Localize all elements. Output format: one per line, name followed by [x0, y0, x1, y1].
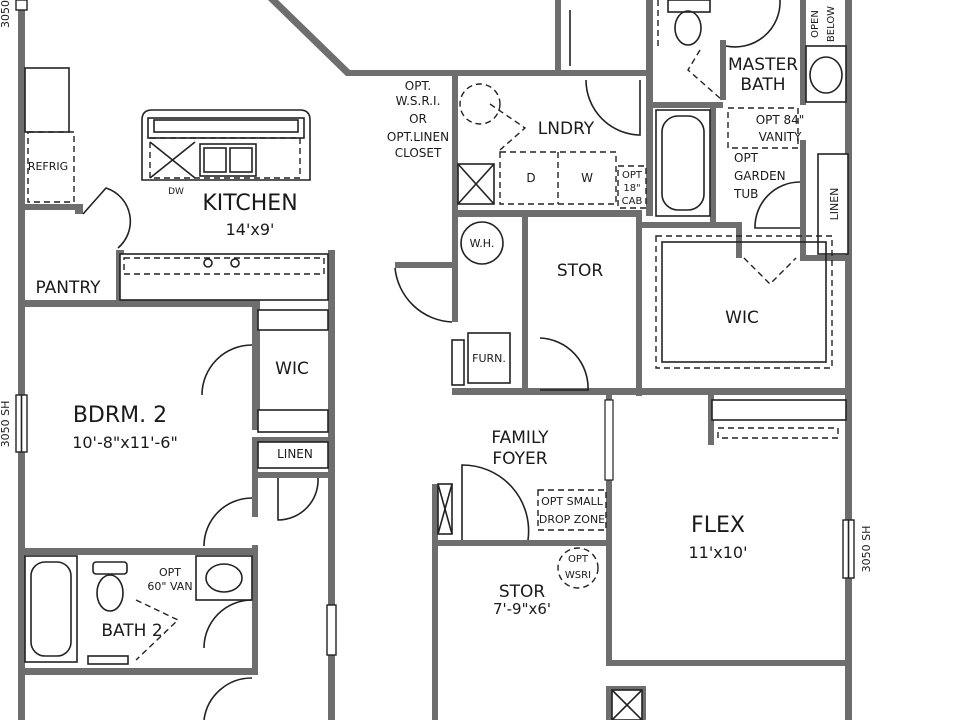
wsri-line3: OR: [409, 112, 427, 126]
refrig-label: REFRIG: [28, 160, 68, 173]
master-bath-line1: MASTER: [728, 55, 798, 75]
windows: [15, 0, 855, 656]
stor-main-size: 7'-9"x6': [493, 600, 551, 618]
linen-master-label: LINEN: [828, 188, 841, 221]
opt-vanity-line1: OPT 84": [756, 113, 805, 127]
linen-hall-label: LINEN: [277, 447, 313, 461]
opt-cab-line1: OPT: [622, 170, 643, 181]
dryer-label: D: [526, 171, 535, 185]
furnace-label: FURN.: [472, 352, 506, 365]
kitchen-fixtures: [24, 67, 329, 301]
stor-main-name: STOR: [499, 582, 546, 602]
open-below-line2: BELOW: [826, 6, 837, 42]
opt-wsri-line1: OPT: [568, 554, 589, 565]
kitchen-size: 14'x9': [226, 220, 275, 239]
walls: [18, 0, 852, 720]
bath2-van-line1: OPT: [159, 566, 181, 579]
wsri-line1: OPT.: [405, 79, 431, 93]
flex-size: 11'x10': [689, 543, 748, 562]
stor-mech-label: STOR: [557, 261, 604, 281]
bedroom2-size: 10'-8"x11'-6": [72, 433, 178, 452]
laundry-fixtures: [394, 10, 647, 391]
room-labels: KITCHEN 14'x9' DW REFRIG PANTRY BDRM. 2 …: [28, 6, 841, 641]
window-right-label: 3050 SH: [860, 526, 873, 573]
bath2-van-line2: 60" VAN: [147, 580, 192, 593]
bath2-fixtures: [24, 555, 253, 665]
family-foyer-line1: FAMILY: [491, 428, 549, 448]
wic-master-label: WIC: [725, 308, 759, 328]
wic-bedroom-label: WIC: [275, 359, 309, 379]
pantry-label: PANTRY: [35, 278, 101, 298]
wsri-line2: W.S.R.I.: [396, 94, 441, 108]
garden-tub-line1: OPT: [734, 151, 759, 165]
kitchen-name: KITCHEN: [202, 191, 297, 216]
garden-tub-line3: TUB: [733, 187, 758, 201]
wsri-line5: CLOSET: [395, 146, 442, 160]
window-left-label: 3050 SH: [0, 401, 12, 448]
wsri-line4: OPT.LINEN: [387, 130, 449, 144]
opt-vanity-line2: VANITY: [759, 130, 802, 144]
dw-label: DW: [168, 187, 184, 197]
bath2-name: BATH 2: [101, 621, 162, 641]
washer-label: W: [581, 171, 593, 185]
opt-cab-line2: 18": [623, 183, 640, 194]
family-foyer-line2: FOYER: [492, 449, 547, 469]
foyer-fixtures: [437, 464, 643, 720]
master-bath-line2: BATH: [740, 75, 785, 95]
bedroom2-name: BDRM. 2: [73, 403, 167, 428]
window-top-left-label: 3050: [0, 0, 12, 28]
drop-zone-line2: DROP ZONE: [539, 513, 605, 526]
opt-cab-line3: CAB: [622, 196, 643, 207]
opt-wsri-line2: WSRI: [565, 570, 591, 581]
flex-name: FLEX: [691, 513, 745, 538]
drop-zone-line1: OPT SMALL: [541, 495, 604, 508]
garden-tub-line2: GARDEN: [734, 169, 786, 183]
hall-closets: [201, 309, 329, 720]
open-below-line1: OPEN: [810, 10, 821, 38]
master-fixtures: [655, 0, 849, 439]
window-labels: 3050 SH 3050 SH 3050: [0, 0, 873, 572]
water-heater-label: W.H.: [470, 237, 495, 250]
laundry-label: LNDRY: [538, 119, 595, 139]
